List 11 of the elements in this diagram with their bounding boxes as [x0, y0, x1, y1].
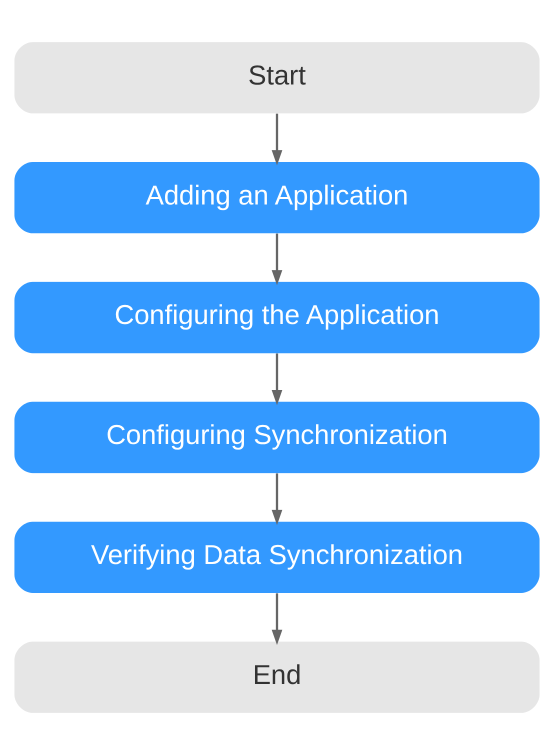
node-box: Configuring Synchronization: [14, 401, 540, 473]
node-box: Start: [14, 42, 540, 113]
node-box: Configuring the Application: [14, 281, 540, 353]
arrow: [272, 233, 282, 285]
node-box: Adding an Application: [14, 161, 540, 233]
arrow: [272, 592, 282, 644]
arrow: [272, 113, 282, 165]
arrow: [272, 472, 282, 525]
node-box: End: [14, 641, 540, 712]
node-box: Verifying Data Synchronization: [14, 521, 540, 593]
arrow: [272, 353, 282, 405]
